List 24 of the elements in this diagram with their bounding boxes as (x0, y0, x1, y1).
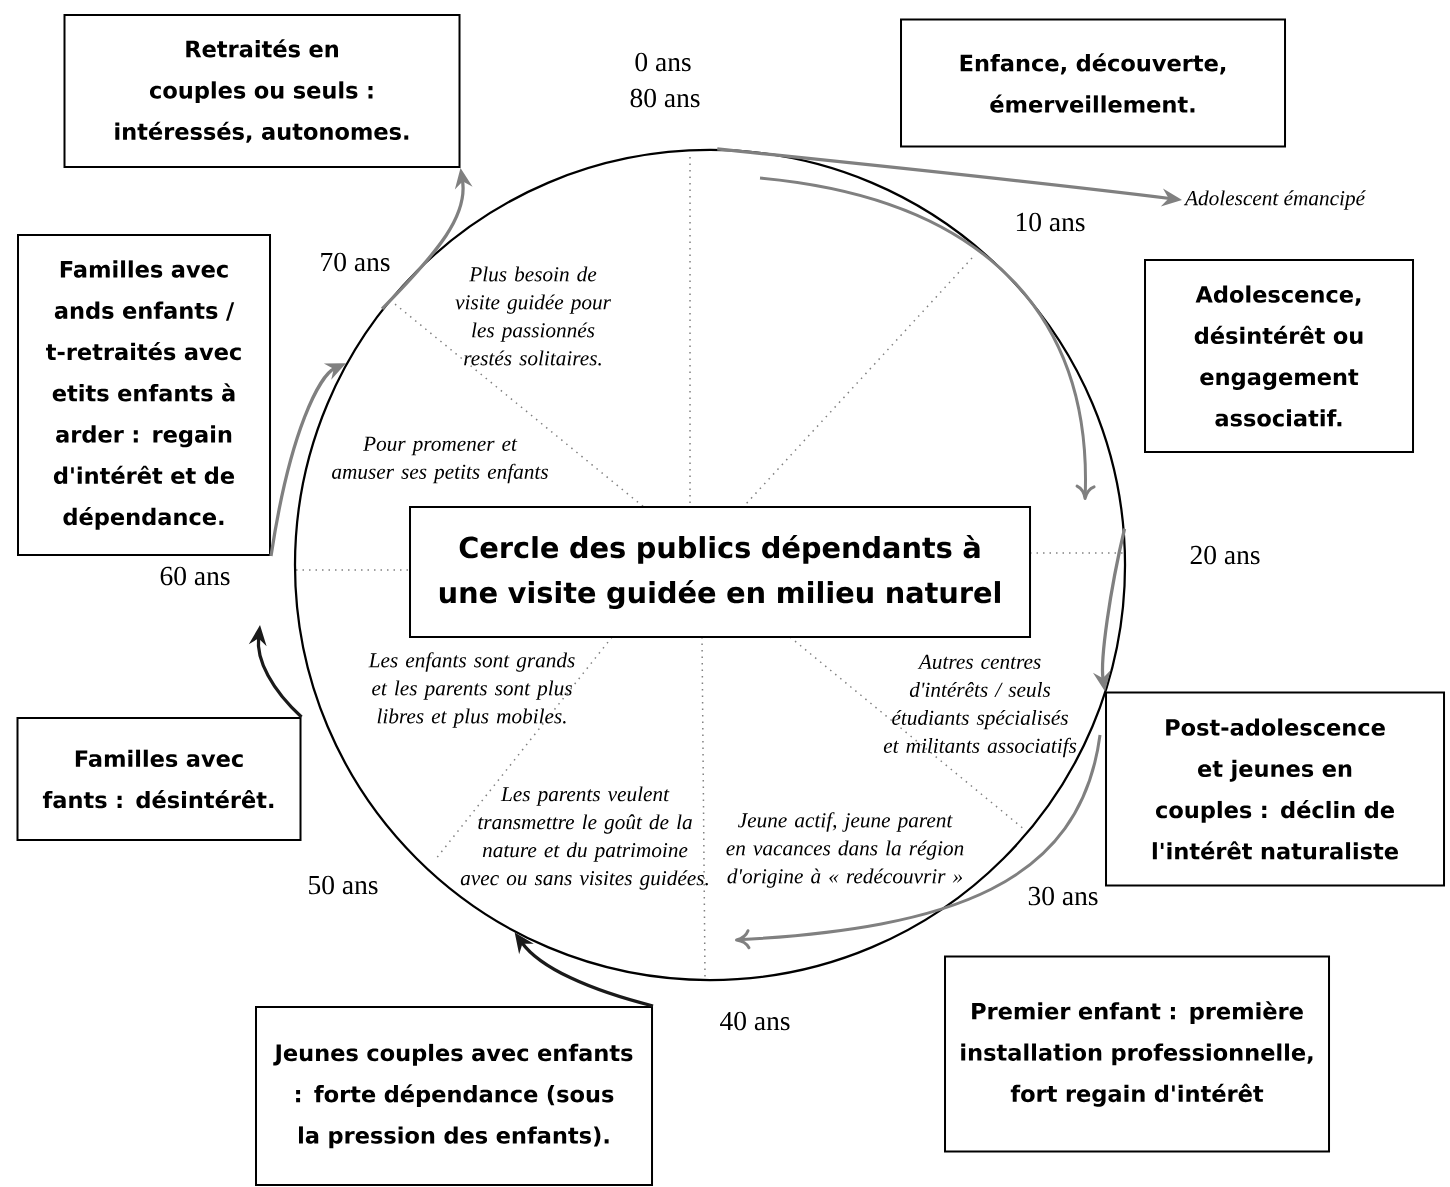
sector-text: Plus besoin de visite guidée pour les passionnés restés solitaires. (455, 266, 611, 366)
age-label: 10 ans (1016, 212, 1085, 232)
sector-text: Jeune actif, jeune parent en vacances dans la région d'origine à « redécouvrir » (726, 812, 964, 888)
sector-text: Autres centres d'intérêts / seuls étudiants spécialisés et militants associatifs (883, 654, 1077, 758)
text-box: Adolescence, désintérêt ou engagement associatif. (1144, 259, 1414, 453)
sector-text: Les parents veulent transmettre le goût de la nature et du patrimoine avec ou sans visites guidées. (460, 786, 708, 890)
age-label: 30 ans (1028, 886, 1098, 906)
text-box: Familles avec fants : désintérêt. (16, 717, 302, 841)
text-box: Jeunes couples avec enfants : forte dépendance (sous la pression des enfants). (255, 1006, 653, 1186)
title-box: Cercle des publics dépendants à une visite guidée en milieu naturel (409, 506, 1031, 638)
text-box: Post-adolescence et jeunes en couples : déclin de l'intérêt naturaliste (1105, 691, 1445, 887)
age-label: 50 ans (309, 875, 378, 895)
life-cycle-circle (293, 148, 1127, 982)
age-label: 0 ans (635, 52, 691, 72)
text-box: Enfance, découverte, émerveillement. (900, 18, 1286, 148)
text-box: Premier enfant : première installation professionnelle, fort regain d'intérêt (944, 955, 1330, 1153)
text-box: Familles avec ands enfants / t-retraités avec etits enfants à arder : regain d'intérêt et de dépendance. (17, 234, 271, 556)
arrow-target-text: Adolescent émancipé (1183, 190, 1366, 210)
age-label: 80 ans (630, 88, 700, 108)
text-box: Retraités en couples ou seuls : intéressés, autonomes. (63, 14, 461, 168)
age-label: 20 ans (1190, 545, 1260, 565)
sector-text: Pour promener et amuser ses petits enfants (332, 436, 548, 484)
age-label: 40 ans (720, 1011, 790, 1031)
age-label: 70 ans (321, 252, 390, 272)
